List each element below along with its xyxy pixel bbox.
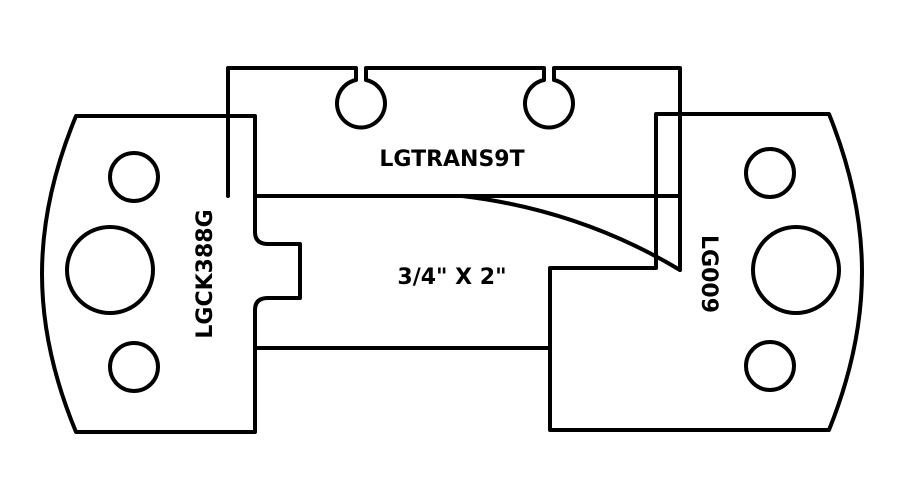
right-plate-center-hole (751, 225, 841, 315)
top-plate-outline (226, 66, 682, 272)
top-plate-diagonal-curve (460, 194, 682, 272)
right-plate-label: LG009 (696, 235, 721, 313)
left-plate-label: LGCK388G (193, 209, 218, 338)
left-plate-upper-hole (108, 151, 160, 203)
right-plate-upper-hole (744, 147, 796, 199)
left-plate-center-hole (65, 225, 155, 315)
left-plate-outline (40, 114, 302, 434)
top-plate-label: LGTRANS9T (379, 147, 524, 172)
size-label: 3/4" X 2" (397, 265, 506, 290)
left-plate-lower-hole (108, 341, 160, 393)
right-plate-outline (548, 112, 864, 432)
right-plate-lower-hole (744, 340, 796, 392)
